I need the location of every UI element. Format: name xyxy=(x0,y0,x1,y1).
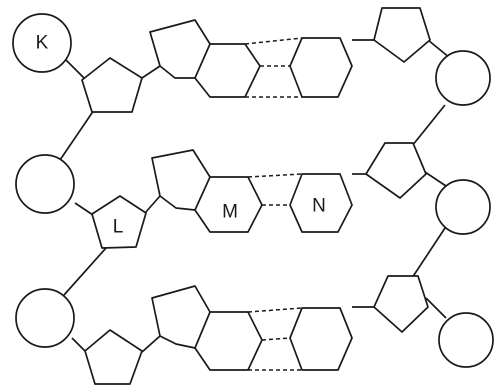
backbone-right-phosphate1-sugar2 xyxy=(411,104,446,147)
base-purine-m xyxy=(151,149,263,233)
base-purine-row1 xyxy=(149,19,261,98)
sugar-pentagon-right-3 xyxy=(373,275,429,333)
phosphates xyxy=(12,13,494,368)
phosphate-circle-right-1 xyxy=(435,50,491,106)
hydrogen-bonds xyxy=(244,37,303,371)
bond-left-row1 xyxy=(141,65,161,79)
label-m: M xyxy=(222,202,238,223)
phosphate-circle-right-3 xyxy=(438,312,494,368)
phosphate-circle-right-2 xyxy=(435,179,491,235)
backbone-left-phosphate2-sugar2 xyxy=(74,202,94,216)
backbone-right-sugar3-phosphate3 xyxy=(425,297,447,319)
sugar-pentagon-right-2 xyxy=(365,142,427,199)
phosphate-circle-k xyxy=(12,13,72,73)
sugar-pentagon-l xyxy=(91,195,147,249)
hydrogen-bond-row2-a xyxy=(247,173,303,178)
backbone-right-sugar2-phosphate2 xyxy=(424,171,447,187)
backbone-left-sugar2-phosphate3 xyxy=(63,247,107,296)
bond-left-row3 xyxy=(141,335,161,353)
bond-left-row2 xyxy=(144,195,161,214)
label-l: L xyxy=(113,217,124,238)
hydrogen-bond-row1-a xyxy=(244,37,303,45)
label-n: N xyxy=(312,196,326,217)
left-bases xyxy=(149,19,263,371)
base-purine-row3 xyxy=(151,285,263,371)
right-bases xyxy=(289,37,353,371)
phosphate-circle-left-2 xyxy=(15,154,75,214)
base-pyrimidine-row3 xyxy=(289,307,353,371)
phosphate-circle-left-3 xyxy=(15,288,75,348)
base-pyrimidine-row1 xyxy=(289,37,353,98)
hydrogen-bond-row3-b xyxy=(261,337,291,341)
base-pyrimidine-n xyxy=(289,173,353,233)
backbone-left-sugar1-phosphate2 xyxy=(59,109,95,161)
sugar-pentagon-left-3 xyxy=(84,329,143,385)
base-purine-row1-fusion xyxy=(194,43,211,79)
sugar-pentagon-right-1 xyxy=(373,7,431,63)
labels: K L M N xyxy=(36,33,326,238)
sugars xyxy=(81,7,431,385)
glycosidic-bonds xyxy=(141,39,374,353)
base-purine-row3-fusion xyxy=(194,311,211,349)
hydrogen-bond-row3-a xyxy=(247,307,303,313)
label-k: K xyxy=(36,33,49,54)
backbone-right-phosphate2-sugar3 xyxy=(411,227,446,279)
backbone-right-sugar1-phosphate1 xyxy=(427,39,451,59)
base-purine-m-fusion xyxy=(194,176,211,211)
backbone-lines xyxy=(59,39,451,353)
backbone-left-phosphate3-sugar3 xyxy=(71,337,87,353)
sugar-pentagon-left-1 xyxy=(81,57,143,113)
backbone-left-k-sugar1 xyxy=(65,59,85,79)
